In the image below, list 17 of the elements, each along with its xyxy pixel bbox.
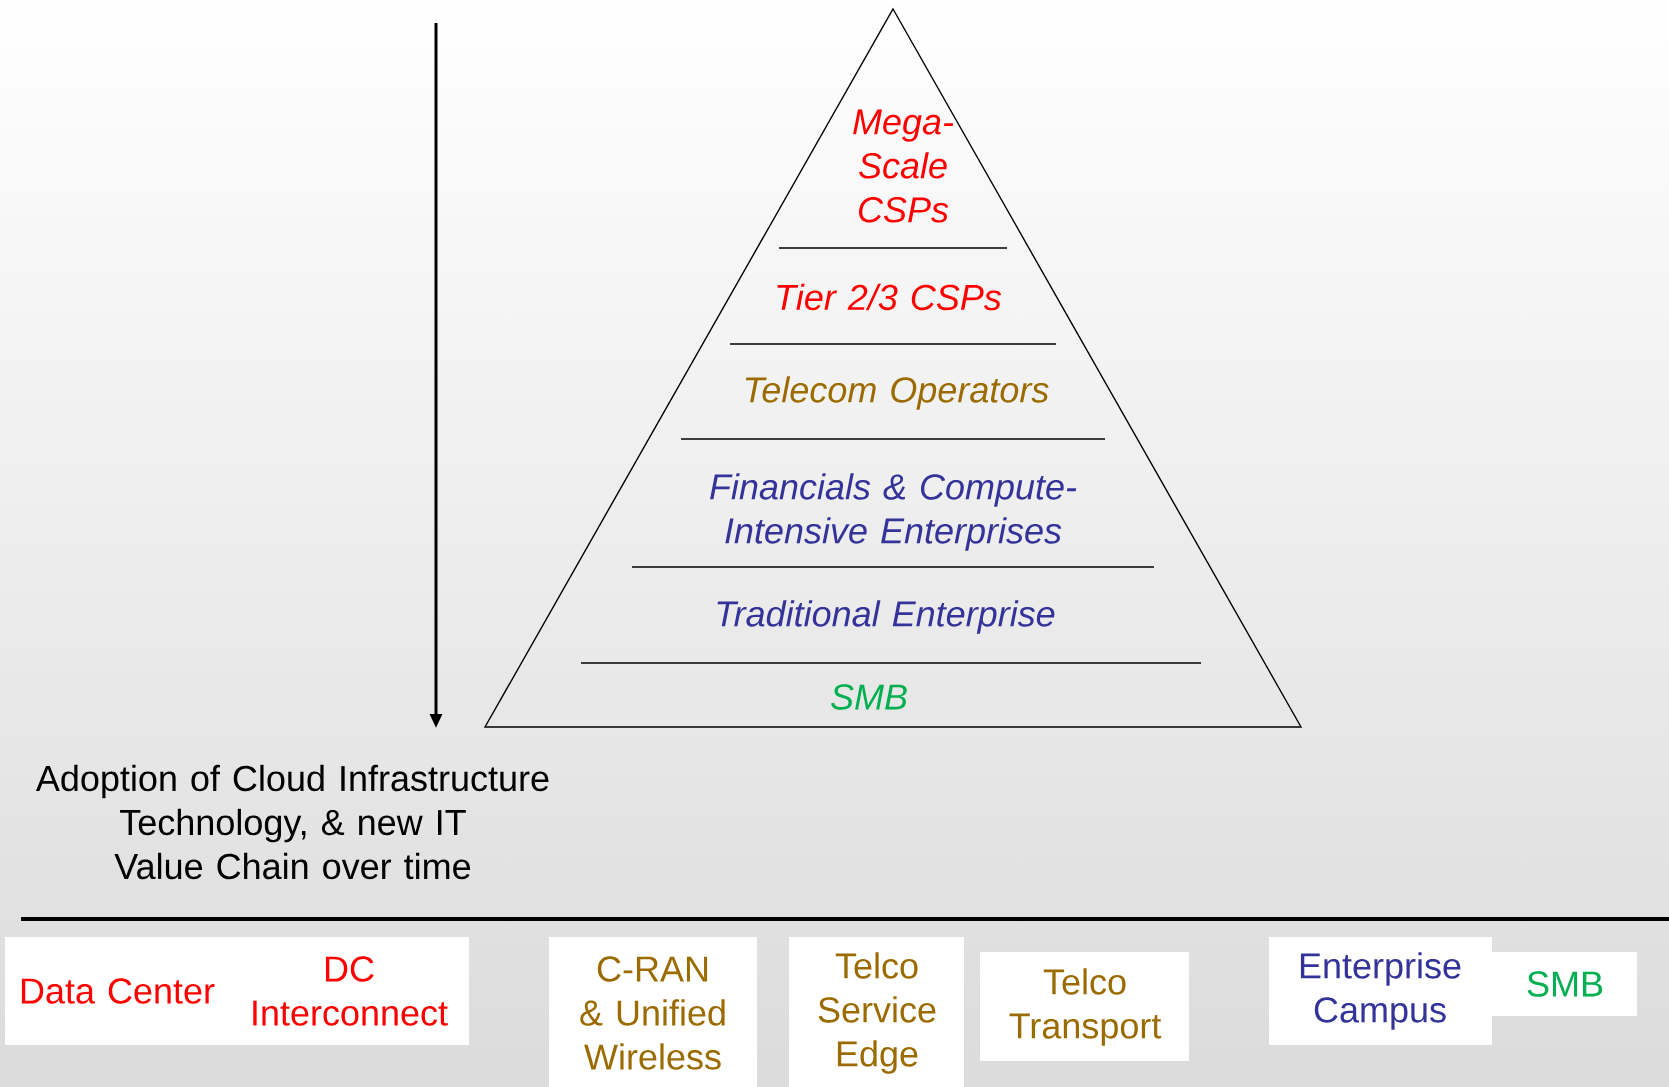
node-label: Enterprise Campus (1300, 952, 1461, 1030)
segment-box: Telco Transport (980, 952, 1189, 1061)
node-label: DC Interconnect (253, 956, 448, 1026)
band-label: Tier 2/3 CSPs (777, 283, 1002, 311)
band-label: SMB (831, 684, 907, 710)
band-label: Telecom Operators (745, 376, 1049, 410)
band-label: Financials & Compute-Intensive Enterprises (710, 473, 1077, 551)
caption-text: Adoption of Cloud Infrastructure Technology, & new IT Value Chain over time (35, 764, 549, 880)
segment-box: SMB (1492, 952, 1637, 1016)
segment-box: Telco Service Edge (789, 937, 964, 1087)
segment-box: C-RAN & Unified Wireless (549, 937, 757, 1087)
node-label: Data Center (21, 978, 215, 1004)
segment-box: DC Interconnect (229, 937, 469, 1045)
band-label: Traditional Enterprise (717, 600, 1055, 634)
segment-box: Data Center (5, 937, 229, 1045)
band-label: Mega-Scale CSPs (853, 109, 954, 223)
node-label: SMB (1527, 971, 1603, 997)
